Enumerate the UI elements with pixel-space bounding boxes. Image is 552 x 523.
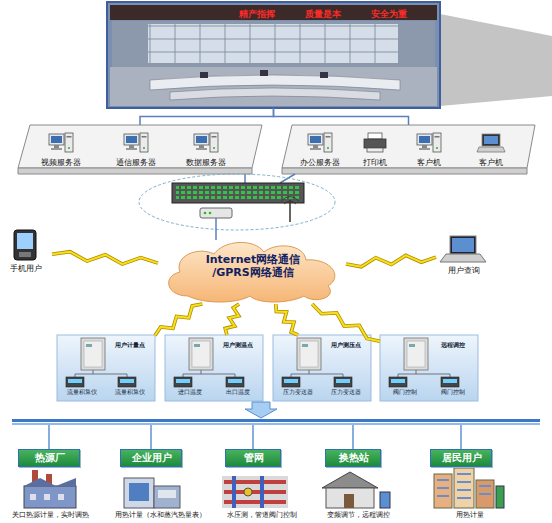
category-tab: 热源厂	[18, 449, 80, 467]
wireless-link	[52, 252, 158, 264]
node-label: 用户测温点	[215, 342, 261, 349]
category-tab: 企业用户	[120, 449, 182, 467]
bolt-outline	[276, 304, 298, 335]
meter-panel: 用户计量点流量积算仪流量积算仪	[57, 335, 155, 401]
lightning-bolt	[276, 304, 298, 335]
query-user: 用户查询	[436, 234, 492, 276]
wireless-link	[312, 304, 380, 341]
caption-text: 水压测，管道阀门控制	[214, 512, 310, 519]
bolt-outline	[52, 252, 158, 264]
wireless-link	[346, 255, 436, 266]
caption-text: 关口热源计量，实时调热	[0, 512, 100, 519]
node-label: 用户测压点	[323, 342, 369, 349]
node-label: 通信服务器	[107, 158, 165, 167]
tab-label: 换热站	[326, 452, 382, 464]
node-label: 流量积算仪	[107, 389, 153, 396]
bolt-outline	[225, 304, 239, 335]
bolt-outline	[346, 255, 436, 266]
caption-text: 用热计量（水和蒸汽热量表）	[98, 512, 222, 519]
node-label: 流量积算仪	[59, 389, 105, 396]
category-tab: 管网	[225, 449, 281, 467]
valve-panel: 远程调控阀门控制阀门控制	[380, 335, 478, 401]
tab-label: 居民用户	[431, 452, 493, 464]
lightning-bolt	[52, 252, 158, 264]
lightning-bolt	[312, 304, 380, 341]
node-label: Internet网络通信 /GPRS网络通信	[198, 254, 308, 279]
node-label: 安全为重	[371, 9, 431, 19]
node-label: 进口温度	[167, 389, 213, 396]
node-label: 阀门控制	[430, 389, 476, 396]
node-label: 压力变送器	[275, 389, 321, 396]
mobile-user: 手机用户	[0, 228, 52, 276]
temperature-panel: 用户测温点进口温度出口温度	[165, 335, 263, 401]
network-line	[274, 108, 409, 125]
node-label: 用户计量点	[107, 342, 153, 349]
caption-text: 变频调节，远程调控	[312, 512, 404, 519]
node-label: 精产指挥	[239, 9, 299, 19]
node-label: 客户机	[400, 158, 458, 167]
node-label: 客户机	[462, 158, 520, 167]
node-label: 视频服务器	[32, 158, 90, 167]
node-label: 手机用户	[0, 264, 52, 273]
pressure-panel: 用户测压点压力变送器压力变送器	[273, 335, 371, 401]
node-label: 出口温度	[215, 389, 261, 396]
caption-text: 用热计量	[440, 512, 500, 519]
node-label: 用户查询	[436, 266, 492, 275]
node-label: 数据服务器	[177, 158, 235, 167]
office-tray: 办公服务器打印机客户机客户机	[282, 125, 535, 174]
wireless-link	[155, 304, 202, 335]
control-room-photo: 精产指挥质量是本安全为重	[107, 2, 440, 108]
node-label: 打印机	[346, 158, 404, 167]
tab-label: 管网	[226, 452, 282, 464]
network-line	[140, 108, 274, 125]
wireless-link	[276, 304, 298, 335]
tab-label: 热源厂	[19, 452, 81, 464]
category-tab: 居民用户	[430, 449, 492, 467]
node-label: 阀门控制	[382, 389, 428, 396]
node-label: 远程调控	[430, 342, 476, 349]
server-tray: 视频服务器 通信服务器 数据服务器	[18, 125, 262, 174]
network-cloud: Internet网络通信 /GPRS网络通信	[158, 238, 346, 304]
network-line	[274, 108, 409, 125]
lightning-bolt	[155, 304, 202, 335]
node-label: 质量是本	[305, 9, 365, 19]
wireless-link	[225, 304, 239, 335]
node-label: 压力变送器	[323, 389, 369, 396]
node-label: 办公服务器	[291, 158, 349, 167]
bolt-outline	[155, 304, 202, 335]
bolt-outline	[312, 304, 380, 341]
tab-label: 企业用户	[121, 452, 183, 464]
lightning-bolt	[225, 304, 239, 335]
network-line	[140, 108, 274, 125]
lightning-bolt	[346, 255, 436, 266]
category-tab: 换热站	[325, 449, 381, 467]
